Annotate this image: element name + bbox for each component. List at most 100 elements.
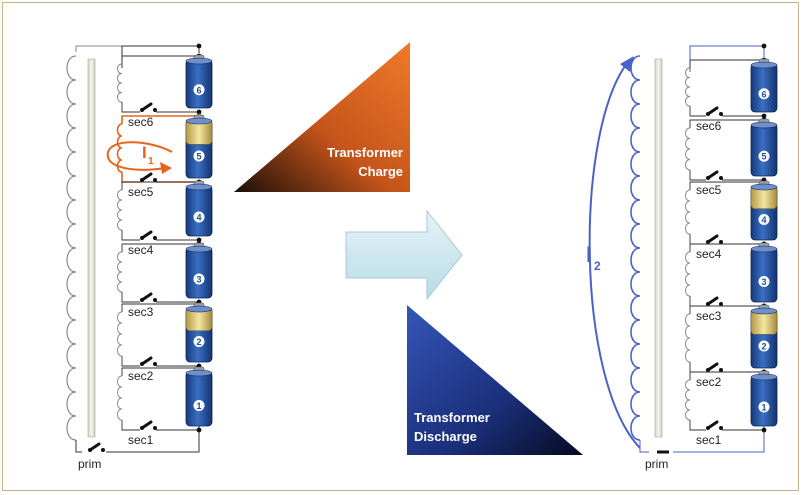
transition-arrow: [345, 209, 463, 301]
secondary-coil: [117, 63, 123, 103]
battery-number: 2: [761, 341, 766, 351]
secondary-top-wire: [689, 371, 764, 380]
switch-contact: [153, 236, 157, 240]
secondary-bottom-wire: [121, 292, 140, 303]
battery-top: [750, 183, 778, 191]
node-dot: [761, 43, 767, 49]
secondary-label-sec6: sec6: [128, 115, 154, 129]
current-label-i1: I: [142, 143, 147, 162]
secondary-bottom-wire: [689, 106, 706, 117]
battery-number: 5: [196, 151, 201, 161]
battery-number: 3: [196, 275, 201, 285]
primary-label: prim: [78, 457, 101, 471]
battery-label-disc: [193, 150, 205, 162]
switch-contact: [719, 176, 723, 180]
current-arc-i2: [588, 61, 641, 449]
primary-bottom-lead: [639, 440, 649, 453]
battery-1: 1: [750, 370, 778, 427]
secondary-top-wire: [689, 243, 764, 252]
switch-blade: [140, 356, 153, 366]
secondary-coil: [117, 375, 123, 421]
battery-number: 2: [196, 337, 201, 347]
switch-blade: [706, 420, 719, 430]
secondary-label-sec4: sec4: [128, 243, 154, 257]
secondary-bottom-wire: [121, 102, 140, 113]
battery-4: 4: [750, 180, 778, 241]
battery-2: 2: [750, 304, 778, 369]
secondary-bottom-wire: [689, 234, 706, 245]
secondary-coil: [685, 67, 691, 107]
battery-top: [750, 61, 778, 69]
battery-top: [185, 57, 213, 65]
battery-top: [750, 245, 778, 253]
current-loop-i1: [106, 141, 173, 171]
battery-body: [750, 247, 778, 303]
secondary-switch: [706, 362, 723, 372]
secondary-switch: [140, 420, 157, 430]
secondary-top-wire: [689, 59, 764, 68]
switch-blade: [706, 362, 719, 372]
switch-blade: [706, 106, 719, 116]
primary-label: prim: [645, 457, 668, 471]
secondary-bottom-wire: [121, 230, 140, 241]
battery-2: 2: [185, 302, 213, 363]
battery-label-disc: [758, 275, 770, 287]
switch-blade: [140, 420, 153, 430]
secondary-label-sec5: sec5: [128, 185, 154, 199]
secondary-label-sec5: sec5: [696, 183, 722, 197]
secondary-bottom-wire: [689, 362, 706, 373]
primary-return-wire: [673, 426, 765, 453]
battery-5: 5: [185, 114, 213, 179]
secondary-switch: [140, 292, 157, 302]
primary-coil: [66, 55, 77, 441]
battery-1: 1: [185, 366, 213, 427]
switch-contact: [153, 108, 157, 112]
secondary-coil: [685, 127, 691, 171]
switch-contact: [719, 368, 723, 372]
secondary-top-wire: [121, 181, 199, 190]
battery-top: [185, 369, 213, 377]
discharge-triangle: Transformer Discharge: [407, 305, 583, 455]
secondary-coil: [685, 313, 691, 363]
battery-label-disc: [193, 399, 205, 411]
secondary-coil: [117, 251, 123, 293]
battery-top: [750, 121, 778, 129]
secondary-label-sec2: sec2: [128, 369, 154, 383]
secondary-coil: [685, 251, 691, 297]
switch-blade: [140, 172, 153, 182]
battery-number: 1: [196, 401, 201, 411]
battery-label-disc: [193, 84, 205, 96]
secondary-coil: [116, 123, 123, 173]
battery-body: [750, 123, 778, 177]
current-subscript: 1: [148, 156, 154, 167]
switch-contact: [153, 362, 157, 366]
secondary-top-wire: [121, 115, 199, 124]
battery-number: 5: [761, 152, 766, 162]
secondary-switch: [706, 296, 723, 306]
battery-4: 4: [185, 180, 213, 237]
battery-number: 3: [761, 277, 766, 287]
secondary-bottom-wire: [689, 170, 706, 181]
battery-label-disc: [193, 273, 205, 285]
switch-contact: [719, 302, 723, 306]
battery-top: [185, 183, 213, 191]
secondary-coil: [685, 379, 691, 421]
switch-blade: [706, 170, 719, 180]
secondary-label-sec1: sec1: [128, 433, 154, 447]
secondary-top-wire: [121, 303, 199, 312]
secondary-label-sec3: sec3: [128, 305, 154, 319]
secondary-bottom-wire: [121, 420, 140, 431]
battery-label-disc: [193, 335, 205, 347]
secondary-top-wire: [121, 243, 199, 252]
switch-blade: [140, 292, 153, 302]
battery-top: [185, 117, 213, 125]
primary-coil: [630, 55, 641, 441]
current-subscript: 2: [594, 259, 601, 273]
transformer-core: [87, 58, 96, 438]
switch-contact: [719, 112, 723, 116]
switch-blade: [706, 296, 719, 306]
secondary-coil: [117, 189, 123, 231]
switch-contact: [153, 298, 157, 302]
